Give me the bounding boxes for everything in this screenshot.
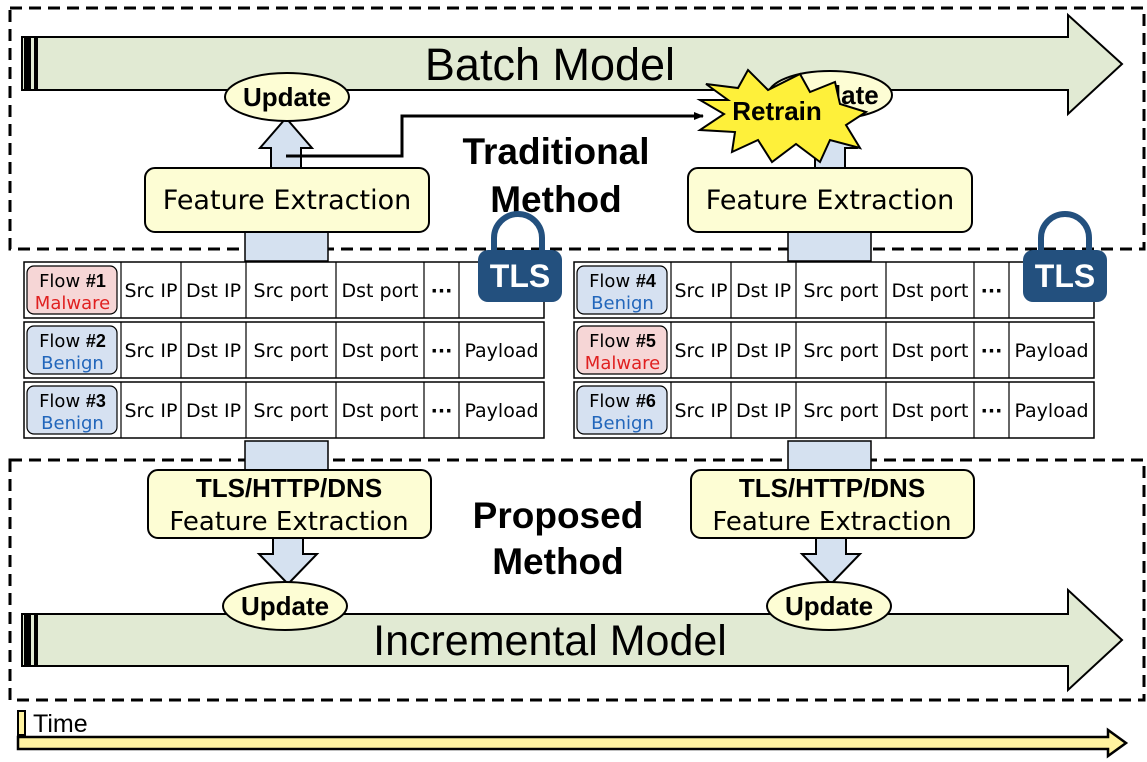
cell-ellipsis: ··· [981,280,1003,302]
flow-number: Flow #4 [589,271,656,292]
left-up-arrow [257,116,315,169]
traditional-method-title-line1: Traditional [462,131,649,172]
flow-number: Flow #6 [589,391,656,412]
cell-dst-ip: Dst IP [736,280,791,302]
incremental-update-label-left: Update [241,591,329,621]
retrain-burst [696,68,869,164]
left-upper-connector [244,230,329,262]
cell-dst-port: Dst port [892,400,969,422]
batch-update-ellipse-left [224,72,350,122]
right-tls-feature-box [690,469,975,539]
tls-badge-label-right: TLS [1035,258,1095,294]
flow-number: Flow #1 [39,271,106,292]
incremental-update-ellipse-right [766,581,892,631]
right-down-arrow [799,533,863,586]
incremental-update-ellipse-left [222,581,348,631]
cell-dst-port: Dst port [342,400,419,422]
cell-src-ip: Src IP [674,400,727,422]
traditional-section-frame [8,6,1146,251]
flow-number: Flow #5 [589,331,656,352]
cell-src-port: Src port [804,280,879,302]
retrain-label: Retrain [732,96,822,126]
cell-dst-ip: Dst IP [186,280,241,302]
cell-dst-ip: Dst IP [736,340,791,362]
right-tls-feature-line2: Feature Extraction [712,507,951,537]
time-marker [17,710,26,736]
flow-label-box [576,265,668,315]
tls-lock-icon-left [478,211,562,302]
cell-src-port: Src port [804,400,879,422]
cell-dst-ip: Dst IP [186,340,241,362]
cell-dst-port: Dst port [342,280,419,302]
batch-model-label: Batch Model [425,39,675,90]
flow-number: Flow #2 [39,331,106,352]
cell-dst-port: Dst port [892,280,969,302]
proposed-section-frame [8,458,1146,702]
left-tls-feature-line2: Feature Extraction [169,507,408,537]
cell-dst-port: Dst port [892,340,969,362]
flow-type: Benign [591,293,654,314]
cell-src-port: Src port [804,340,879,362]
cell-dst-ip: Dst IP [736,400,791,422]
right-feature-extraction-box [687,167,973,233]
cell-ellipsis: ··· [981,340,1003,362]
cell-payload: Payload [1014,400,1088,422]
right-tls-feature-line1: TLS/HTTP/DNS [739,473,925,503]
right-lower-connector [787,440,872,472]
cell-payload: Payload [464,340,538,362]
right-feature-extraction-label: Feature Extraction [706,185,954,216]
flow-label-box [26,325,118,375]
cell-ellipsis: ··· [431,400,453,422]
cell-ellipsis: ··· [981,400,1003,422]
cell-src-ip: Src IP [124,280,177,302]
proposed-method-title-line1: Proposed [473,495,644,536]
flow-type: Benign [41,413,104,434]
cell-ellipsis: ··· [431,280,453,302]
cell-src-ip: Src IP [124,400,177,422]
time-label: Time [33,710,88,738]
retrain-connector-line [286,112,704,158]
left-lower-connector [244,440,329,472]
flow-type: Malware [585,353,660,374]
cell-src-ip: Src IP [674,340,727,362]
flow-label-box [576,385,668,435]
left-feature-extraction-label: Feature Extraction [163,185,411,216]
cell-src-ip: Src IP [124,340,177,362]
incremental-model-label: Incremental Model [373,617,727,665]
flow-label-box [576,325,668,375]
flow-number: Flow #3 [39,391,106,412]
cell-dst-ip: Dst IP [186,400,241,422]
left-tls-feature-box [147,469,432,539]
batch-update-label-left: Update [243,82,331,112]
right-upper-connector [787,230,872,262]
incremental-update-label-right: Update [785,591,873,621]
cell-src-ip: Src IP [674,280,727,302]
cell-ellipsis: ··· [431,340,453,362]
cell-payload: Payload [464,400,538,422]
flow-type: Benign [41,353,104,374]
left-down-arrow [256,533,320,586]
tls-badge-label-left: TLS [490,258,550,294]
tls-lock-icon-right [1023,211,1107,302]
flow-type: Malware [35,293,110,314]
time-axis-arrow [16,727,1129,759]
cell-payload: Payload [1014,340,1088,362]
cell-dst-port: Dst port [342,340,419,362]
left-feature-extraction-box [144,167,430,233]
flow-type: Benign [591,413,654,434]
flow-label-box [26,385,118,435]
cell-src-port: Src port [254,340,329,362]
cell-src-port: Src port [254,280,329,302]
flow-label-box [26,265,118,315]
left-tls-feature-line1: TLS/HTTP/DNS [196,473,382,503]
proposed-method-title-line2: Method [492,541,624,582]
cell-src-port: Src port [254,400,329,422]
